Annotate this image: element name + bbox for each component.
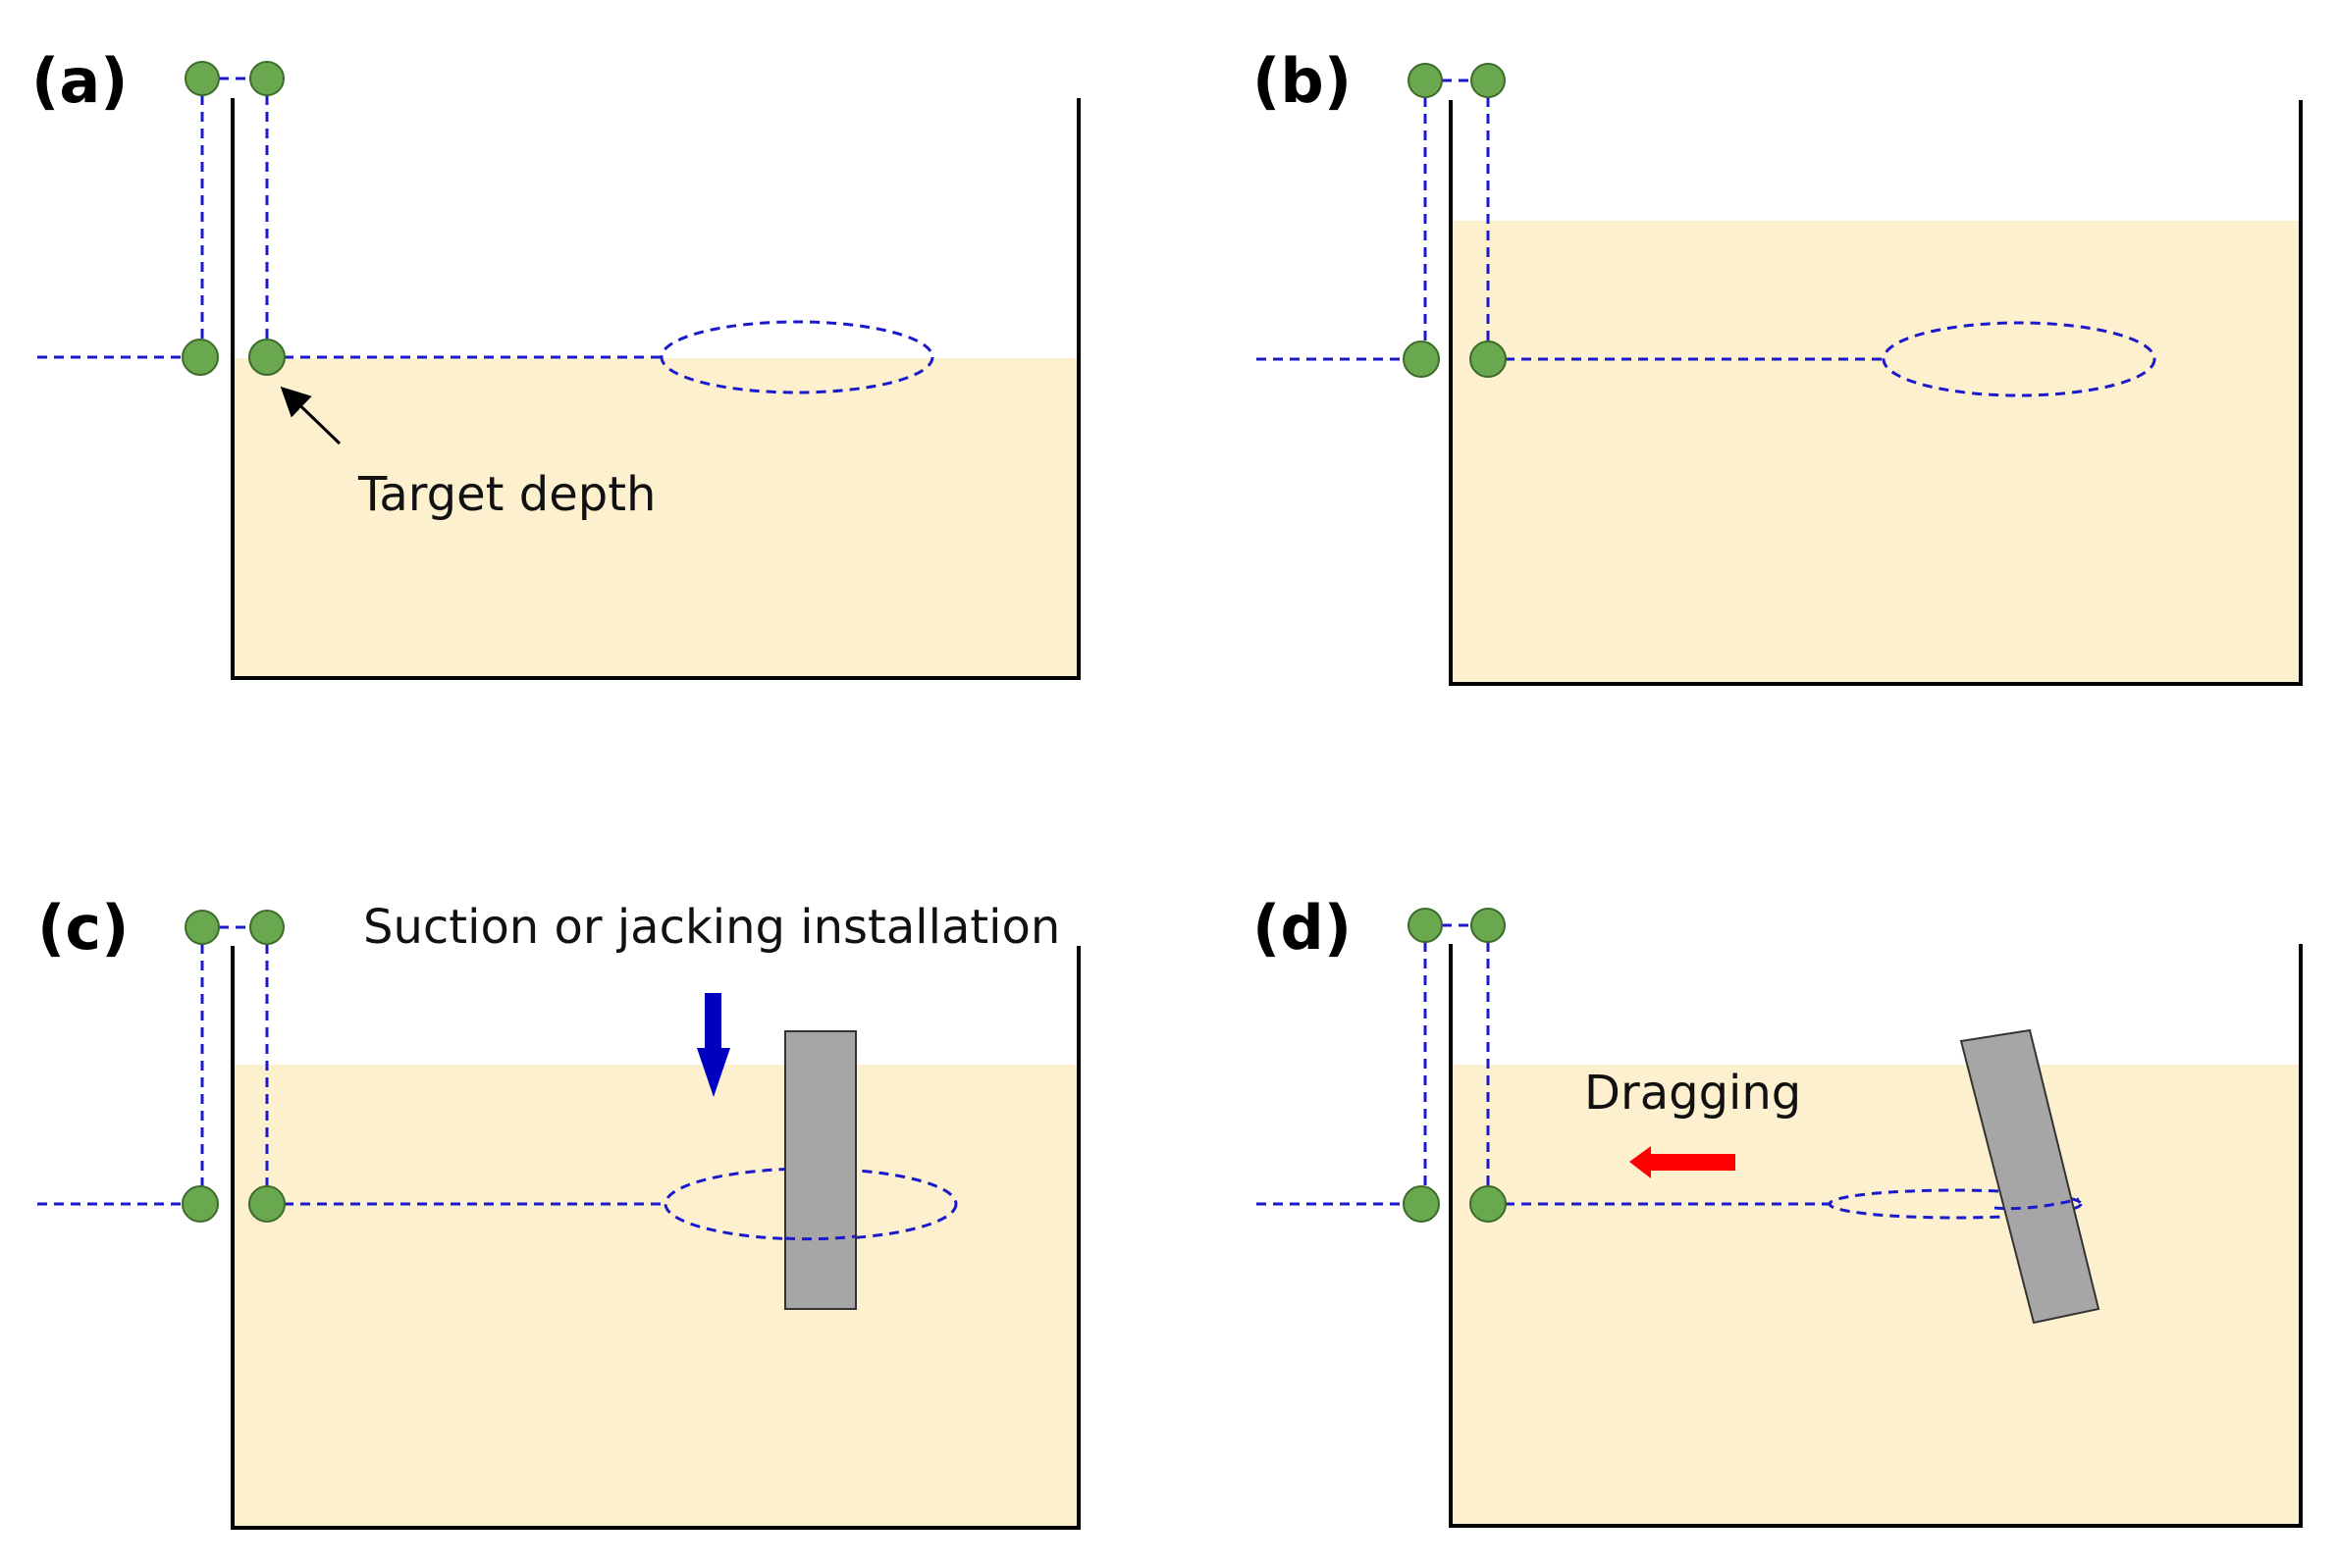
anchor-path-ellipse	[1882, 321, 2156, 397]
sensor-icon	[182, 339, 219, 376]
panel-label: (b)	[1252, 45, 1352, 117]
soil-region	[233, 1065, 1079, 1528]
soil-region	[233, 358, 1079, 678]
left-arrow-icon	[1629, 1146, 1735, 1178]
anchor-path-front-arc	[784, 1234, 857, 1241]
installation-caption: Suction or jacking installation	[363, 900, 1060, 955]
sensor-icon	[249, 910, 285, 945]
panel-label: (c)	[37, 892, 129, 964]
sensor-icon	[185, 910, 220, 945]
panel-b: (b)	[1252, 45, 2303, 686]
tank-outline	[231, 98, 1081, 680]
sensor-icon	[185, 61, 220, 96]
soil-region	[1451, 1065, 2301, 1526]
tank-outline	[1449, 944, 2303, 1528]
sensor-icon	[248, 339, 286, 376]
sensor-icon	[1470, 63, 1506, 98]
soil-region	[1451, 221, 2301, 684]
panel-label: (d)	[1252, 892, 1352, 964]
sensor-icon	[248, 1185, 286, 1223]
sensor-icon	[1403, 1185, 1440, 1223]
anchor-path-ellipse	[660, 320, 934, 394]
panel-d: (d) Dragging	[1252, 892, 2303, 1528]
sensor-icon	[1408, 63, 1443, 98]
panel-label: (a)	[31, 45, 129, 117]
anchor-body	[1959, 1028, 2100, 1325]
target-depth-caption: Target depth	[357, 467, 656, 522]
sensor-icon	[1408, 908, 1443, 943]
anchor-path-ellipse	[1828, 1188, 2083, 1220]
panel-a: (a) Target depth	[31, 45, 1081, 680]
tank-outline	[231, 946, 1081, 1530]
panel-c: (c) Suction or jacking installation	[37, 892, 1081, 1530]
anchor-body	[784, 1030, 857, 1310]
down-arrow-icon	[697, 993, 730, 1097]
sensor-icon	[1469, 340, 1507, 378]
sensor-icon	[249, 61, 285, 96]
sensor-icon	[1403, 340, 1440, 378]
dragging-caption: Dragging	[1584, 1066, 1801, 1121]
sensor-icon	[1470, 908, 1506, 943]
tank-outline	[1449, 100, 2303, 686]
anchor-path-front-arc	[1993, 1197, 2080, 1211]
sensor-icon	[1469, 1185, 1507, 1223]
pointer-arrow-icon	[280, 386, 342, 445]
sensor-icon	[182, 1185, 219, 1223]
